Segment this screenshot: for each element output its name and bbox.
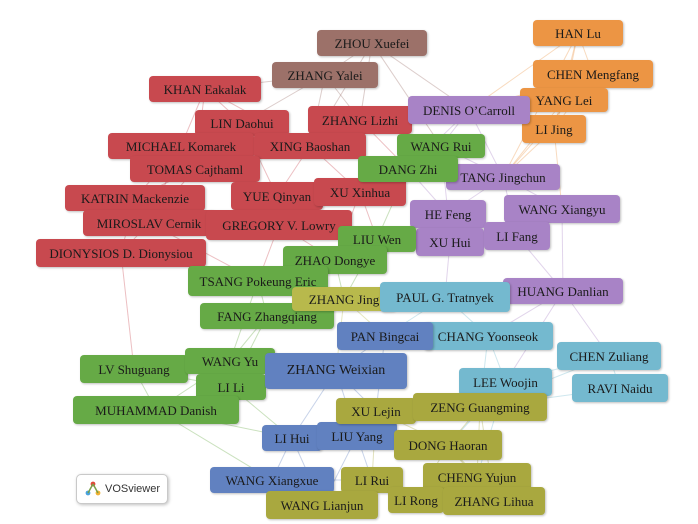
node-miroslav-cernik[interactable]: MIROSLAV Cernik bbox=[83, 210, 215, 236]
node-michael-komarek[interactable]: MICHAEL Komarek bbox=[108, 133, 254, 159]
node-xu-hui[interactable]: XU Hui bbox=[416, 228, 484, 256]
node-wang-lianjun[interactable]: WANG Lianjun bbox=[266, 491, 378, 519]
node-zhang-jing[interactable]: ZHANG Jing bbox=[292, 287, 396, 311]
node-tomas-cajthaml[interactable]: TOMAS Cajthaml bbox=[130, 156, 260, 182]
node-xu-xinhua[interactable]: XU Xinhua bbox=[314, 178, 406, 206]
link-line bbox=[120, 252, 135, 370]
node-zeng-guangming[interactable]: ZENG Guangming bbox=[413, 393, 547, 421]
node-muhammad-danish[interactable]: MUHAMMAD Danish bbox=[73, 396, 239, 424]
node-gregory-lowry[interactable]: GREGORY V. Lowry bbox=[206, 210, 352, 240]
node-han-lu[interactable]: HAN Lu bbox=[533, 20, 623, 46]
node-xu-lejin[interactable]: XU Lejin bbox=[336, 398, 416, 424]
node-chen-zuliang[interactable]: CHEN Zuliang bbox=[557, 342, 661, 370]
node-xing-baoshan[interactable]: XING Baoshan bbox=[254, 133, 366, 159]
node-chen-mengfang[interactable]: CHEN Mengfang bbox=[533, 60, 653, 88]
node-zhang-lizhi[interactable]: ZHANG Lizhi bbox=[308, 106, 412, 134]
vosviewer-logo: VOSviewer bbox=[76, 474, 168, 504]
vosviewer-logo-icon bbox=[85, 481, 101, 496]
node-zhou-xuefei[interactable]: ZHOU Xuefei bbox=[317, 30, 427, 56]
node-wang-xiangyu[interactable]: WANG Xiangyu bbox=[504, 195, 620, 223]
link-line bbox=[371, 42, 442, 147]
node-katrin-mackenzie[interactable]: KATRIN Mackenzie bbox=[65, 185, 205, 211]
node-dang-zhi[interactable]: DANG Zhi bbox=[358, 156, 458, 182]
node-wang-yu[interactable]: WANG Yu bbox=[185, 348, 275, 374]
node-chang-yoonseok[interactable]: CHANG Yoonseok bbox=[423, 322, 553, 350]
node-dionysios-dionysiou[interactable]: DIONYSIOS D. Dionysiou bbox=[36, 239, 206, 267]
node-lee-woojin[interactable]: LEE Woojin bbox=[459, 368, 552, 396]
node-he-feng[interactable]: HE Feng bbox=[410, 200, 486, 228]
node-huang-danlian[interactable]: HUANG Danlian bbox=[503, 278, 623, 304]
vosviewer-logo-text: VOSviewer bbox=[105, 483, 161, 495]
node-zhang-lihua[interactable]: ZHANG Lihua bbox=[443, 487, 545, 515]
node-wang-rui[interactable]: WANG Rui bbox=[397, 134, 485, 158]
node-wang-xiangxue[interactable]: WANG Xiangxue bbox=[210, 467, 334, 493]
node-ravi-naidu[interactable]: RAVI Naidu bbox=[572, 374, 668, 402]
node-pan-bingcai[interactable]: PAN Bingcai bbox=[337, 322, 433, 350]
node-li-rong[interactable]: LI Rong bbox=[388, 487, 444, 513]
node-khan-eakalak[interactable]: KHAN Eakalak bbox=[149, 76, 261, 102]
node-lin-daohui[interactable]: LIN Daohui bbox=[195, 110, 289, 136]
node-denis-ocarroll[interactable]: DENIS O’Carroll bbox=[408, 96, 530, 124]
node-zhang-weixian[interactable]: ZHANG Weixian bbox=[265, 353, 407, 389]
node-dong-haoran[interactable]: DONG Haoran bbox=[394, 430, 502, 460]
node-lv-shuguang[interactable]: LV Shuguang bbox=[80, 355, 188, 383]
node-liu-yang[interactable]: LIU Yang bbox=[317, 422, 397, 450]
node-yang-lei[interactable]: YANG Lei bbox=[520, 88, 608, 112]
node-tang-jingchun[interactable]: TANG Jingchun bbox=[446, 164, 560, 190]
node-li-li[interactable]: LI Li bbox=[196, 374, 266, 400]
node-cheng-yujun[interactable]: CHENG Yujun bbox=[423, 463, 531, 491]
node-zhang-yalei[interactable]: ZHANG Yalei bbox=[272, 62, 378, 88]
node-paul-tratnyek[interactable]: PAUL G. Tratnyek bbox=[380, 282, 510, 312]
node-li-hui[interactable]: LI Hui bbox=[262, 425, 322, 451]
node-yue-qinyan[interactable]: YUE Qinyan bbox=[231, 182, 323, 210]
node-li-jing[interactable]: LI Jing bbox=[522, 115, 586, 143]
node-li-fang[interactable]: LI Fang bbox=[484, 222, 550, 250]
